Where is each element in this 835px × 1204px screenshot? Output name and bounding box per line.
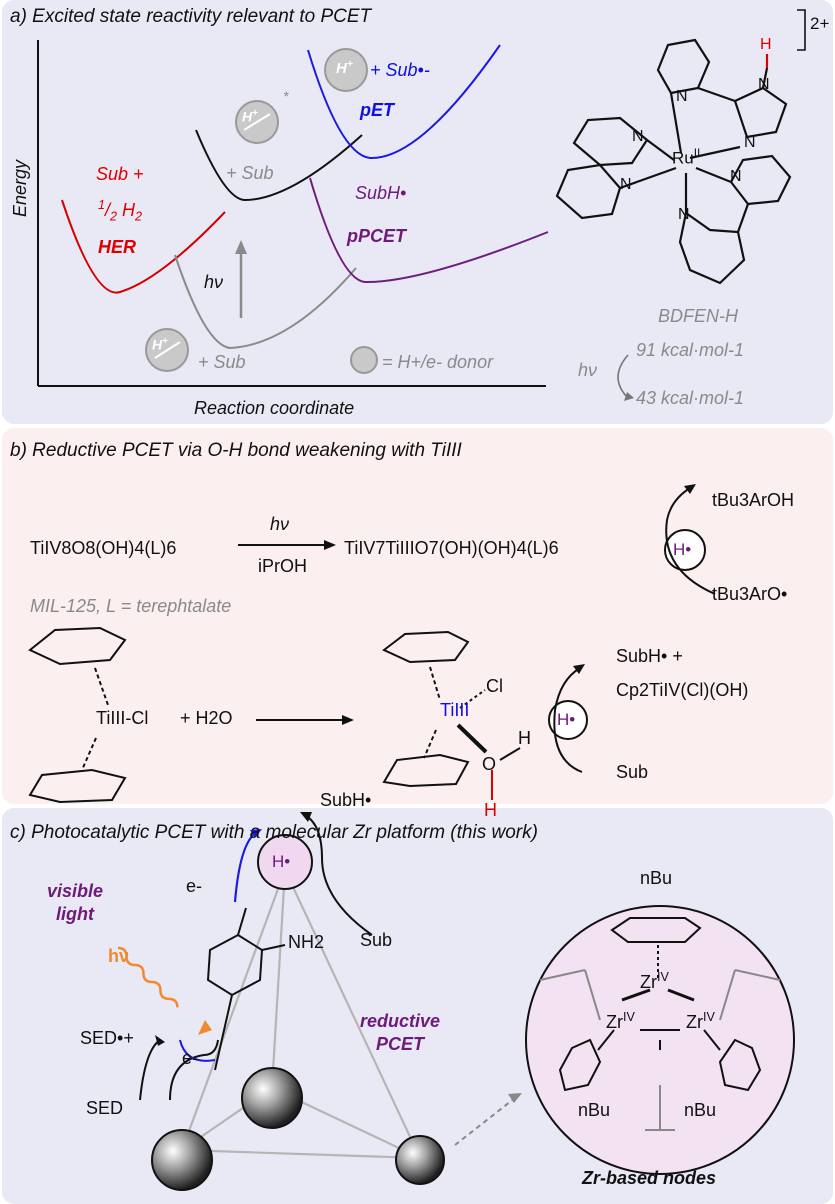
visible-light-label: visible light xyxy=(46,881,104,925)
h-dot-c: H• xyxy=(272,852,291,871)
n-top: N xyxy=(676,88,688,105)
n-right-1: N xyxy=(730,168,742,185)
panel-a xyxy=(2,0,833,424)
aminoterephthalate-linker xyxy=(206,907,286,1071)
n-bottom: N xyxy=(678,206,690,223)
ru-label: RuII xyxy=(672,146,701,168)
arrow-iproh: iPrOH xyxy=(258,556,307,576)
n-left-2: N xyxy=(620,176,632,193)
nbu-top: nBu xyxy=(640,868,673,888)
panel-a-title: a) Excited state reactivity relevant to … xyxy=(10,6,372,27)
ppcet-curve xyxy=(309,177,549,284)
sub-c: Sub xyxy=(360,930,393,950)
donor-he-mid: H+ xyxy=(242,108,258,125)
donor-he-bottom: H+ xyxy=(152,336,168,353)
mil-note: MIL-125, L = terephtalate xyxy=(30,596,232,616)
excited-star: * xyxy=(283,88,289,104)
sub-b: Sub xyxy=(616,762,649,782)
her-curve xyxy=(61,199,226,294)
cp2ticl: TiIII-Cl xyxy=(96,708,149,728)
zr-left: ZrIV xyxy=(606,1010,635,1032)
h-dot-b1: H• xyxy=(673,540,692,559)
arrow-hv: hν xyxy=(270,514,290,534)
panel-b-title: b) Reductive PCET via O-H bond weakening… xyxy=(10,440,462,461)
node-sphere-2 xyxy=(241,1067,303,1129)
donor-circles xyxy=(145,48,378,374)
subh-plus: SubH• + xyxy=(616,646,683,666)
ground-curve xyxy=(174,254,357,350)
energy-axes xyxy=(37,40,546,387)
tbu-aro-radical: tBu3ArO• xyxy=(712,584,788,604)
zr-nodes-label: Zr-based nodes xyxy=(582,1168,717,1188)
h-product-2: H xyxy=(484,800,497,820)
pet-label: pET xyxy=(360,100,394,120)
half-h2-label: 1/2 H2 xyxy=(98,198,143,224)
h-product-1: H xyxy=(518,728,531,748)
sed: SED xyxy=(86,1098,124,1118)
n-left-1: N xyxy=(632,128,644,145)
energy-axis-label: Energy xyxy=(10,159,31,218)
complex-charge: 2+ xyxy=(810,14,830,33)
cp2ti-oh: Cp2TiIV(Cl)(OH) xyxy=(616,680,749,700)
her-label: HER xyxy=(98,237,137,257)
cp-rings-left xyxy=(28,626,127,804)
nbu-right: nBu xyxy=(684,1100,717,1120)
ti-iii-product: TiIII xyxy=(440,700,470,720)
h-dot-b2: H• xyxy=(557,710,576,729)
cp-rings-right xyxy=(382,630,521,800)
zr-cluster xyxy=(558,917,762,1092)
bdfe-value-2: 43 kcal·mol-1 xyxy=(636,388,745,408)
node-sphere-1 xyxy=(151,1129,213,1191)
mil-reactant: TiIV8O8(OH)4(L)6 xyxy=(30,538,177,558)
mil-product: TiIV7TiIIIO7(OH)(OH)4(L)6 xyxy=(344,538,559,558)
e-top: e- xyxy=(186,876,203,896)
plus-sub-bottom: + Sub xyxy=(198,352,246,372)
donor-legend: = H+/e- donor xyxy=(382,352,494,372)
panel-b xyxy=(2,428,833,804)
panel-c-title: c) Photocatalytic PCET with a molecular … xyxy=(10,822,538,843)
nbu-left: nBu xyxy=(578,1100,611,1120)
plus-h2o: + H2O xyxy=(180,708,233,728)
plus-sub-mid: + Sub xyxy=(226,163,274,183)
bdfe-label: BDFEN-H xyxy=(658,306,738,326)
nh2: NH2 xyxy=(288,932,325,952)
cl-product: Cl xyxy=(486,676,503,696)
bdfe-hv: hν xyxy=(578,360,598,380)
node-sphere-3 xyxy=(395,1135,445,1185)
excited-curve xyxy=(195,129,363,202)
carboxylate-bridges xyxy=(539,969,781,1131)
zr-top: ZrIV xyxy=(640,970,669,992)
sub-plus-label: Sub + xyxy=(96,164,144,184)
hv-label: hν xyxy=(204,272,224,292)
light-wave xyxy=(117,946,179,1008)
donor-h-top: H+ xyxy=(336,58,353,77)
bdfe-value-1: 91 kcal·mol-1 xyxy=(636,340,745,360)
pet-curve xyxy=(307,44,501,160)
reaction-coordinate-label: Reaction coordinate xyxy=(194,398,355,418)
ru-complex xyxy=(555,9,806,285)
sed-radical: SED•+ xyxy=(80,1028,134,1048)
n-imidazole: N xyxy=(744,134,756,151)
hv-orange: hν xyxy=(108,946,130,966)
subh-c: SubH• xyxy=(320,790,372,810)
n-h-imidazole: N xyxy=(758,76,770,93)
e-bottom: e- xyxy=(182,1048,199,1068)
ppcet-label: pPCET xyxy=(347,226,407,246)
tbu-aroh: tBu3ArOH xyxy=(712,490,795,510)
sub-radical-anion-label: + Sub•- xyxy=(370,60,430,80)
h-imidazole: H xyxy=(760,36,772,53)
reductive-pcet-label: reductive PCET xyxy=(359,1011,441,1055)
zr-right: ZrIV xyxy=(686,1010,715,1032)
o-product: O xyxy=(482,754,497,774)
subh-radical-label: SubH• xyxy=(355,183,407,203)
